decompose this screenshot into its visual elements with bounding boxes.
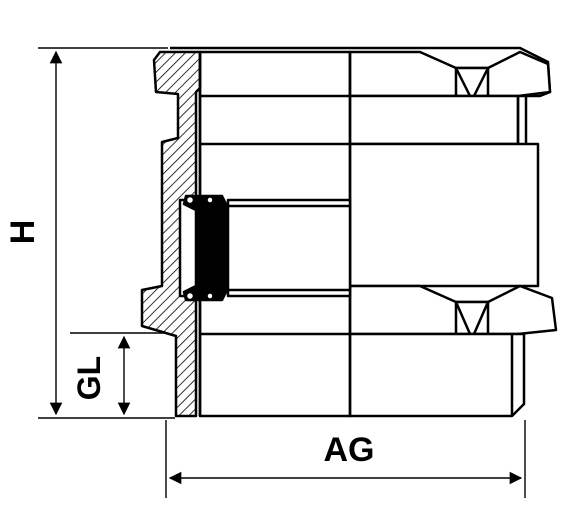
cable-gland-body [140, 46, 558, 418]
thread-body [348, 332, 526, 418]
cable-opening [226, 198, 352, 298]
body-middle [348, 142, 540, 288]
label-h: H [4, 220, 42, 245]
extension-lines [38, 47, 526, 498]
seal-ring-top-2 [205, 195, 215, 205]
seal-insert [182, 194, 228, 302]
dimension-lines [49, 50, 523, 485]
hex-edge-lower-b [472, 301, 490, 335]
body-upper-band [348, 94, 520, 146]
hex-facet-lower [454, 300, 490, 336]
hex-facet-upper-left [454, 66, 490, 98]
hex-edge-upper-b [472, 67, 490, 97]
hex-edge-upper-a [454, 67, 472, 97]
seal-ring-bottom-2 [205, 291, 215, 301]
seal-ring-bottom [184, 290, 196, 302]
hex-nut-lower [348, 284, 558, 336]
section-hatch [140, 50, 202, 418]
seal-ring-top [184, 194, 196, 206]
label-ag: AG [324, 431, 375, 469]
hex-edge-lower-a [454, 301, 472, 335]
label-gl: GL [71, 356, 107, 400]
